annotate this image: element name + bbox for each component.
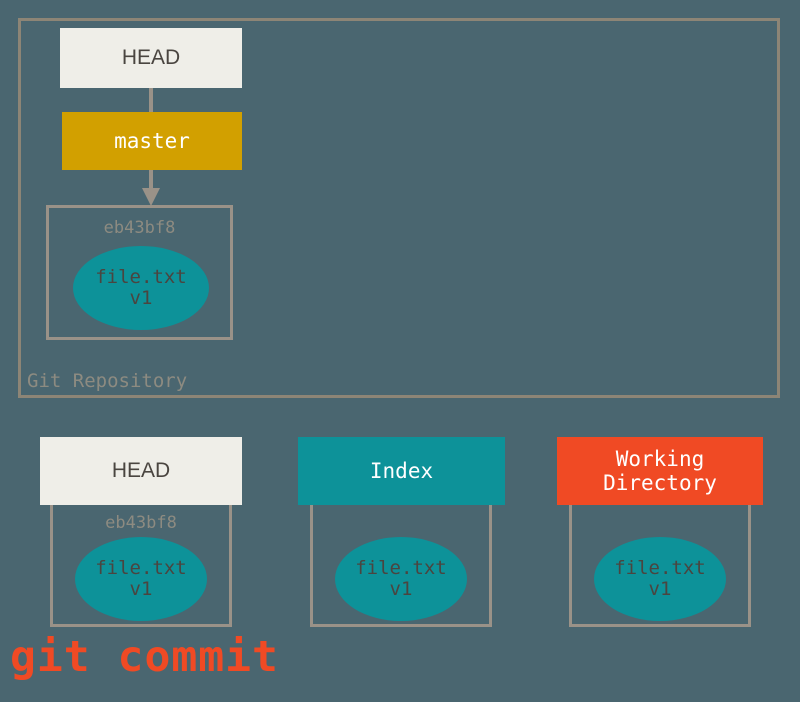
column-body-head: eb43bf8 file.txt v1 bbox=[50, 505, 232, 627]
repo-commit-blob-version: v1 bbox=[129, 287, 153, 309]
column-index-blob-filename: file.txt bbox=[355, 556, 447, 579]
column-index-blob-version: v1 bbox=[389, 578, 413, 600]
column-head-blob-filename: file.txt bbox=[95, 556, 187, 579]
column-head-hash: eb43bf8 bbox=[105, 513, 177, 533]
repo-commit-blob: file.txt v1 bbox=[73, 246, 209, 330]
column-body-index: file.txt v1 bbox=[310, 505, 492, 627]
column-working-directory-blob-version: v1 bbox=[648, 578, 672, 600]
column-header-working-directory: Working Directory bbox=[557, 437, 763, 505]
connector-master-to-commit bbox=[149, 170, 153, 192]
column-header-head-label: HEAD bbox=[111, 458, 171, 482]
connector-head-to-master bbox=[149, 88, 153, 112]
column-header-index: Index bbox=[298, 437, 505, 505]
column-index-blob: file.txt v1 bbox=[335, 537, 467, 621]
git-repository-label: Git Repository bbox=[27, 370, 188, 392]
column-header-working-directory-line2: Directory bbox=[603, 471, 717, 495]
column-header-head: HEAD bbox=[40, 437, 242, 505]
repo-commit-blob-filename: file.txt bbox=[95, 265, 187, 288]
column-header-working-directory-line1: Working bbox=[615, 446, 705, 471]
repo-head-box: HEAD bbox=[60, 28, 242, 88]
column-header-index-label: Index bbox=[369, 458, 434, 483]
column-working-directory-blob: file.txt v1 bbox=[594, 537, 726, 621]
diagram-caption: git commit bbox=[10, 632, 279, 682]
column-head-blob-version: v1 bbox=[129, 578, 153, 600]
repo-master-branch-box: master bbox=[62, 112, 242, 170]
arrow-down-icon bbox=[142, 188, 160, 206]
repo-commit-frame: eb43bf8 file.txt v1 bbox=[46, 205, 233, 340]
column-working-directory-blob-filename: file.txt bbox=[614, 556, 706, 579]
column-body-working-directory: file.txt v1 bbox=[569, 505, 751, 627]
column-head-blob: file.txt v1 bbox=[75, 537, 207, 621]
git-repository-frame bbox=[18, 18, 780, 398]
repo-master-branch-label: master bbox=[114, 128, 190, 153]
repo-head-label: HEAD bbox=[121, 45, 181, 69]
repo-commit-hash: eb43bf8 bbox=[103, 218, 176, 238]
